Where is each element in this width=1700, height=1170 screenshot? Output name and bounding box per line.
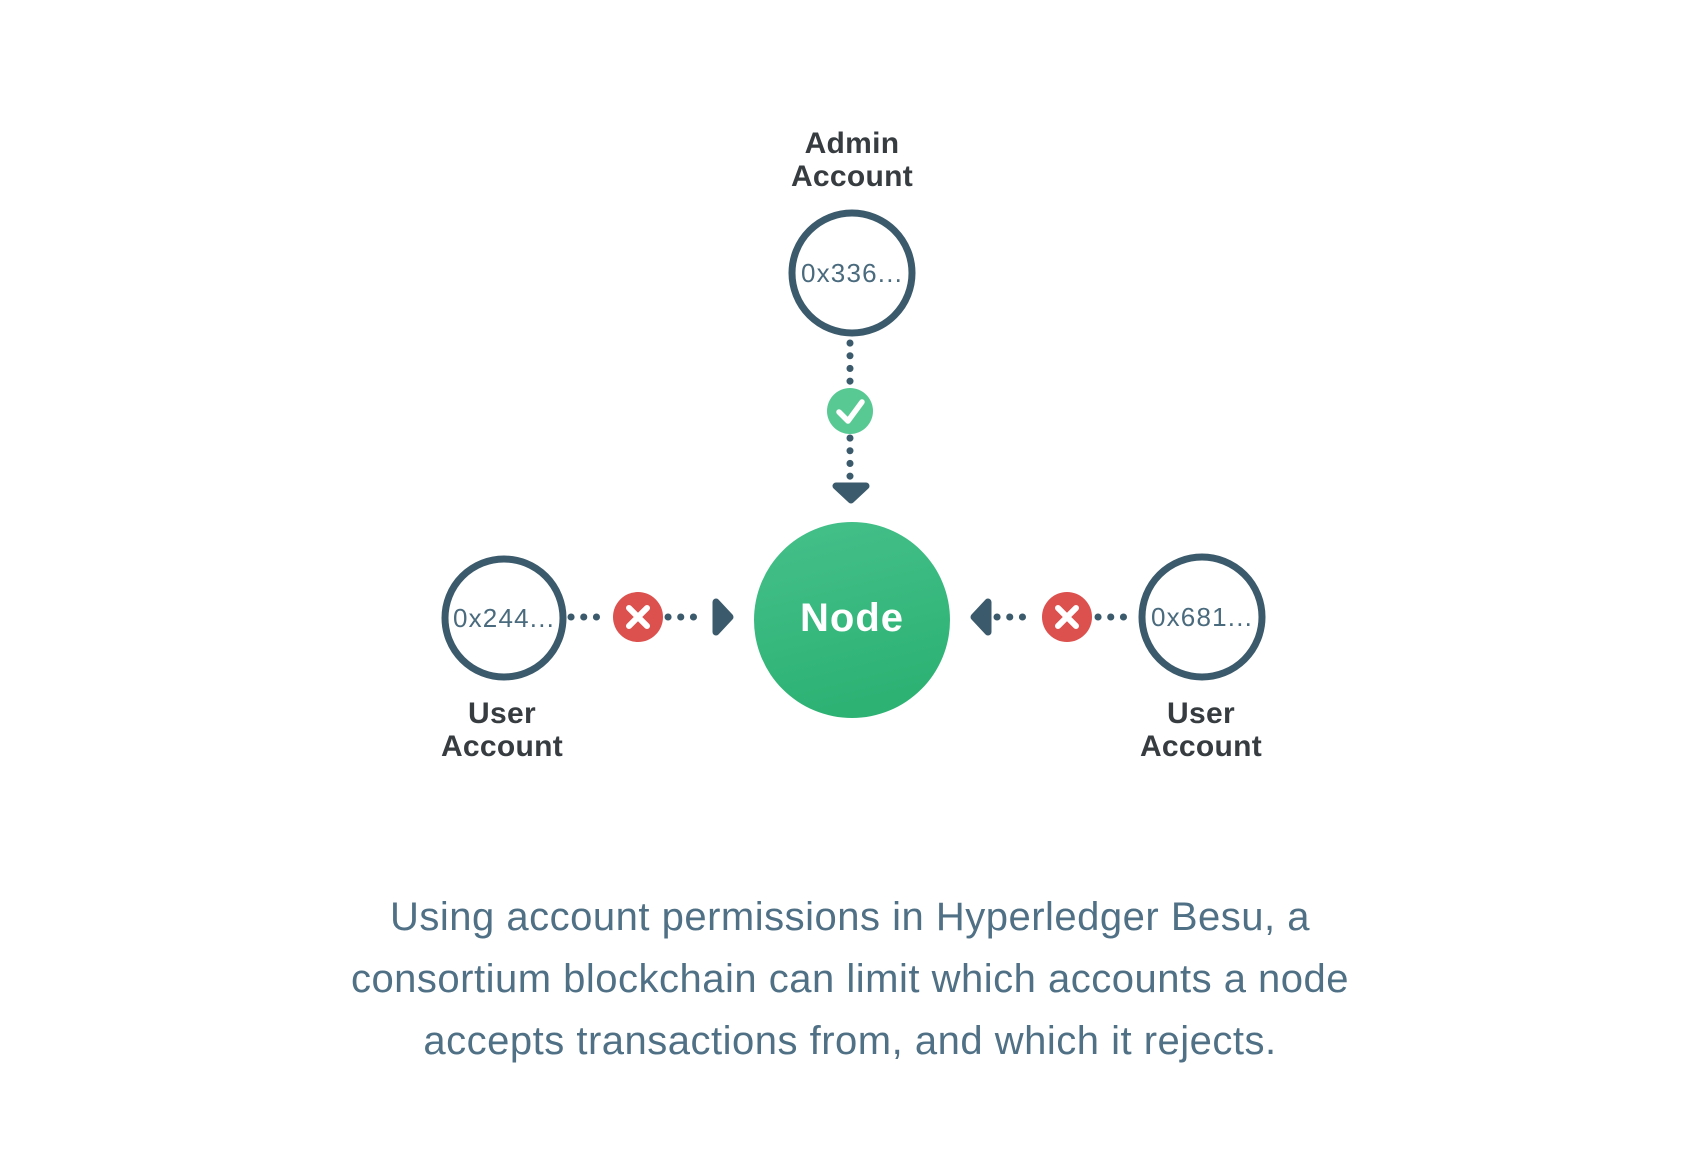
x-icon [613, 592, 663, 642]
admin-to-node-flow [827, 339, 873, 504]
admin-account-label: Admin Account [652, 127, 1052, 193]
user-account-right-circle [1138, 553, 1266, 681]
user-account-left-label-line1: User [468, 697, 536, 730]
left-user-to-node-flow [567, 592, 734, 642]
user-account-right-label-line2: Account [1139, 730, 1263, 763]
caption-line1: Using account permissions in Hyperledger… [390, 895, 1310, 939]
user-account-left-circle [441, 555, 567, 681]
node-circle [754, 522, 950, 718]
caption-line2: consortium blockchain can limit which ac… [350, 957, 1350, 1001]
user-account-left-label: User Account [352, 697, 652, 763]
admin-account-address: 0x336... [800, 258, 904, 288]
user-account-left-address: 0x244... [452, 603, 556, 633]
user-account-right-label-line1: User [1167, 697, 1235, 730]
caption: Using account permissions in Hyperledger… [0, 886, 1700, 1072]
caption-line3: accepts transactions from, and which it … [423, 1019, 1277, 1063]
user-account-left-label-line2: Account [440, 730, 564, 763]
arrow-left-icon [970, 598, 992, 636]
arrow-down-icon [832, 482, 870, 504]
x-icon [1042, 592, 1092, 642]
arrow-right-icon [712, 598, 734, 636]
user-account-right-label: User Account [1051, 697, 1351, 763]
right-user-to-node-flow [970, 592, 1139, 642]
node-label: Node [800, 596, 904, 640]
check-icon [827, 388, 873, 434]
user-account-right-address: 0x681... [1150, 602, 1254, 632]
admin-account-circle [788, 209, 916, 337]
admin-account-label-line2: Account [790, 160, 914, 193]
admin-account-label-line1: Admin [804, 127, 900, 160]
